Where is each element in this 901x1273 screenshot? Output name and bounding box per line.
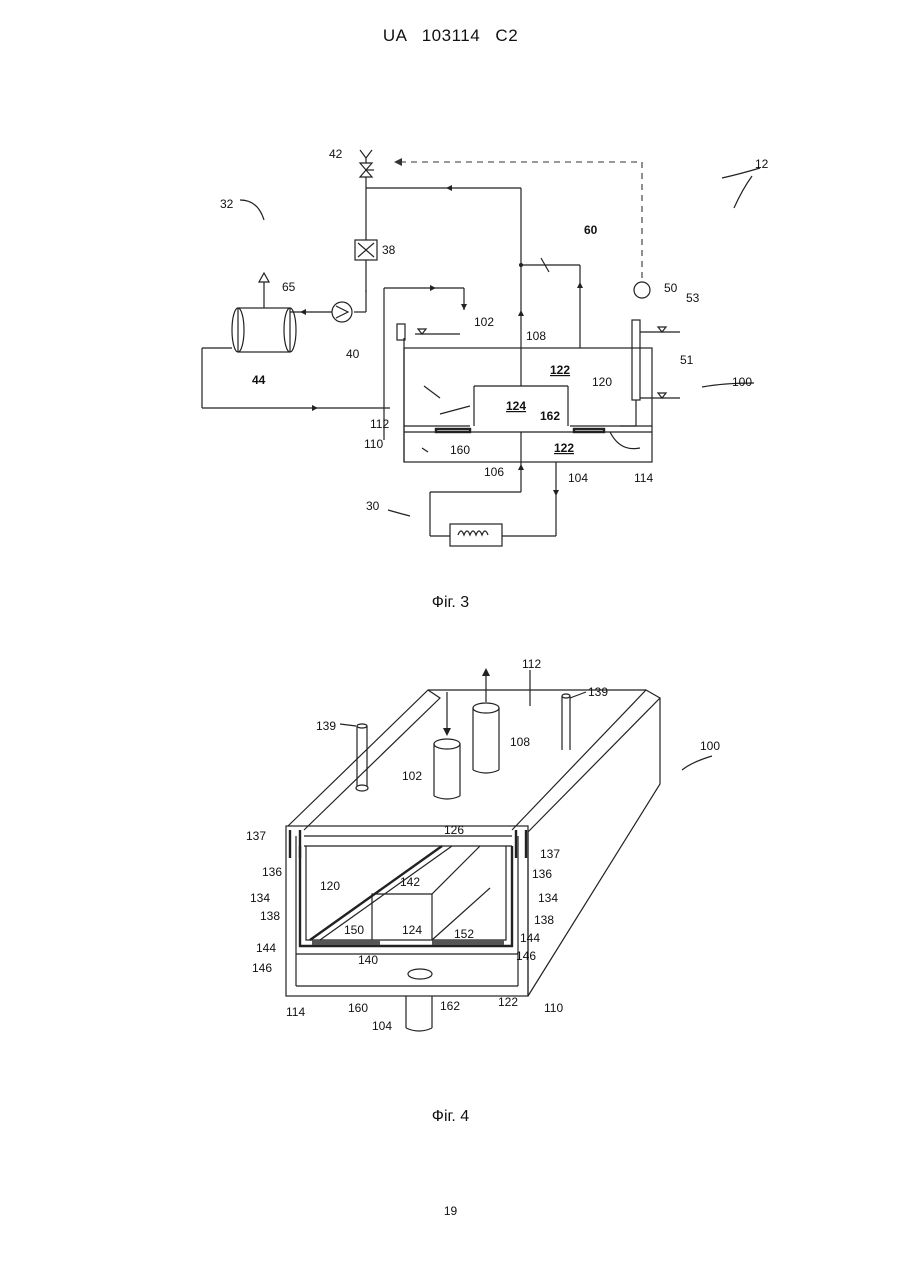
label-160: 160	[450, 443, 470, 457]
label-120: 120	[592, 375, 612, 389]
figure-3-caption: Фіг. 3	[0, 594, 901, 612]
pipe-102	[434, 739, 460, 799]
label-136-left: 136	[262, 865, 282, 879]
label-112: 112	[522, 657, 541, 671]
valve-42	[360, 163, 374, 177]
label-108: 108	[526, 329, 546, 343]
label-138-right: 138	[534, 913, 554, 927]
label-65: 65	[282, 280, 296, 294]
label-124: 124	[402, 923, 422, 937]
label-150: 150	[344, 923, 364, 937]
level-sensor-50	[634, 282, 650, 298]
label-40: 40	[346, 347, 360, 361]
label-140: 140	[358, 953, 378, 967]
label-139-left: 139	[316, 719, 336, 733]
label-104: 104	[372, 1019, 392, 1033]
figure-3-drawing: 12 32 42 38 60 65 44 40 50 53 51 100 102…	[0, 0, 901, 580]
label-102: 102	[474, 315, 494, 329]
pipe-104	[406, 969, 432, 1031]
label-110: 110	[364, 437, 383, 451]
label-122: 122	[498, 995, 518, 1009]
label-108: 108	[510, 735, 530, 749]
label-12: 12	[755, 157, 769, 171]
label-134-left: 134	[250, 891, 270, 905]
label-122-bottom: 122	[554, 441, 574, 455]
vessel-44	[232, 308, 296, 352]
label-144-right: 144	[520, 931, 540, 945]
label-139-right: 139	[588, 685, 608, 699]
label-104: 104	[568, 471, 588, 485]
label-114: 114	[286, 1005, 305, 1019]
label-144-left: 144	[256, 941, 276, 955]
label-122-top: 122	[550, 363, 570, 377]
label-42: 42	[329, 147, 343, 161]
label-100: 100	[732, 375, 752, 389]
label-106: 106	[484, 465, 504, 479]
label-152: 152	[454, 927, 474, 941]
label-162: 162	[540, 409, 560, 423]
label-32: 32	[220, 197, 234, 211]
label-100: 100	[700, 739, 720, 753]
label-160: 160	[348, 1001, 368, 1015]
label-114: 114	[634, 471, 653, 485]
page-number: 19	[0, 1204, 901, 1218]
label-50: 50	[664, 281, 678, 295]
label-60: 60	[584, 223, 598, 237]
pipe-108	[473, 703, 499, 773]
label-51: 51	[680, 353, 694, 367]
vent-symbol	[360, 150, 372, 163]
label-136-right: 136	[532, 867, 552, 881]
label-38: 38	[382, 243, 396, 257]
label-44: 44	[252, 373, 266, 387]
label-126: 126	[444, 823, 464, 837]
label-53: 53	[686, 291, 700, 305]
label-137-left: 137	[246, 829, 266, 843]
figure-4-caption: Фіг. 4	[0, 1108, 901, 1126]
tank-110	[404, 348, 652, 462]
label-124: 124	[506, 399, 526, 413]
label-138-left: 138	[260, 909, 280, 923]
label-137-right: 137	[540, 847, 560, 861]
label-110: 110	[544, 1001, 563, 1015]
label-120: 120	[320, 879, 340, 893]
label-102: 102	[402, 769, 422, 783]
label-162: 162	[440, 999, 460, 1013]
label-134-right: 134	[538, 891, 558, 905]
rod-139-right	[562, 694, 570, 750]
label-112: 112	[370, 417, 389, 431]
label-146-right: 146	[516, 949, 536, 963]
label-142: 142	[400, 875, 420, 889]
figure-4-drawing: 112 139 139 100 108 102 137 137 126 136 …	[0, 640, 901, 1100]
label-146-left: 146	[252, 961, 272, 975]
label-30: 30	[366, 499, 380, 513]
